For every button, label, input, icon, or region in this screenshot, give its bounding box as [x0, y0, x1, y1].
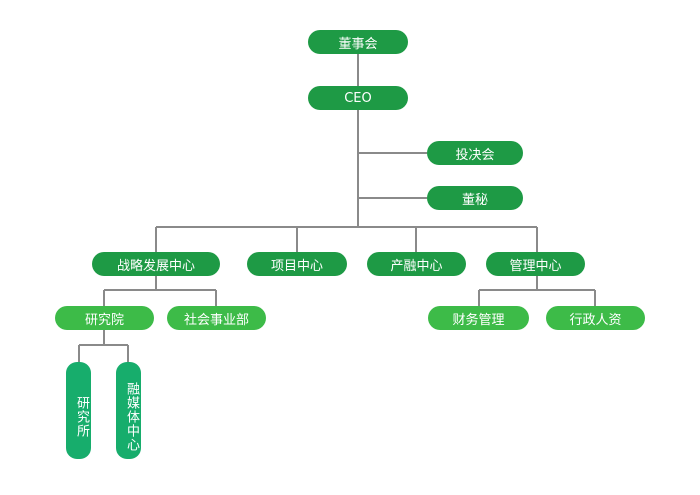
social-affairs-node[interactable]: 社会事业部	[167, 306, 266, 330]
management-center-node[interactable]: 管理中心	[486, 252, 585, 276]
investment-committee-node[interactable]: 投决会	[427, 141, 523, 165]
research-institute-node[interactable]: 研究院	[55, 306, 154, 330]
strategy-center-node[interactable]: 战略发展中心	[92, 252, 220, 276]
finance-management-node[interactable]: 财务管理	[428, 306, 529, 330]
industry-finance-center-node[interactable]: 产融中心	[367, 252, 466, 276]
ceo-node[interactable]: CEO	[308, 86, 408, 110]
project-center-node[interactable]: 项目中心	[247, 252, 347, 276]
board-secretary-node[interactable]: 董秘	[427, 186, 523, 210]
media-center-node[interactable]: 融媒体中心	[116, 362, 141, 459]
admin-hr-node[interactable]: 行政人资	[546, 306, 645, 330]
research-office-node[interactable]: 研究所	[66, 362, 91, 459]
board-node[interactable]: 董事会	[308, 30, 408, 54]
